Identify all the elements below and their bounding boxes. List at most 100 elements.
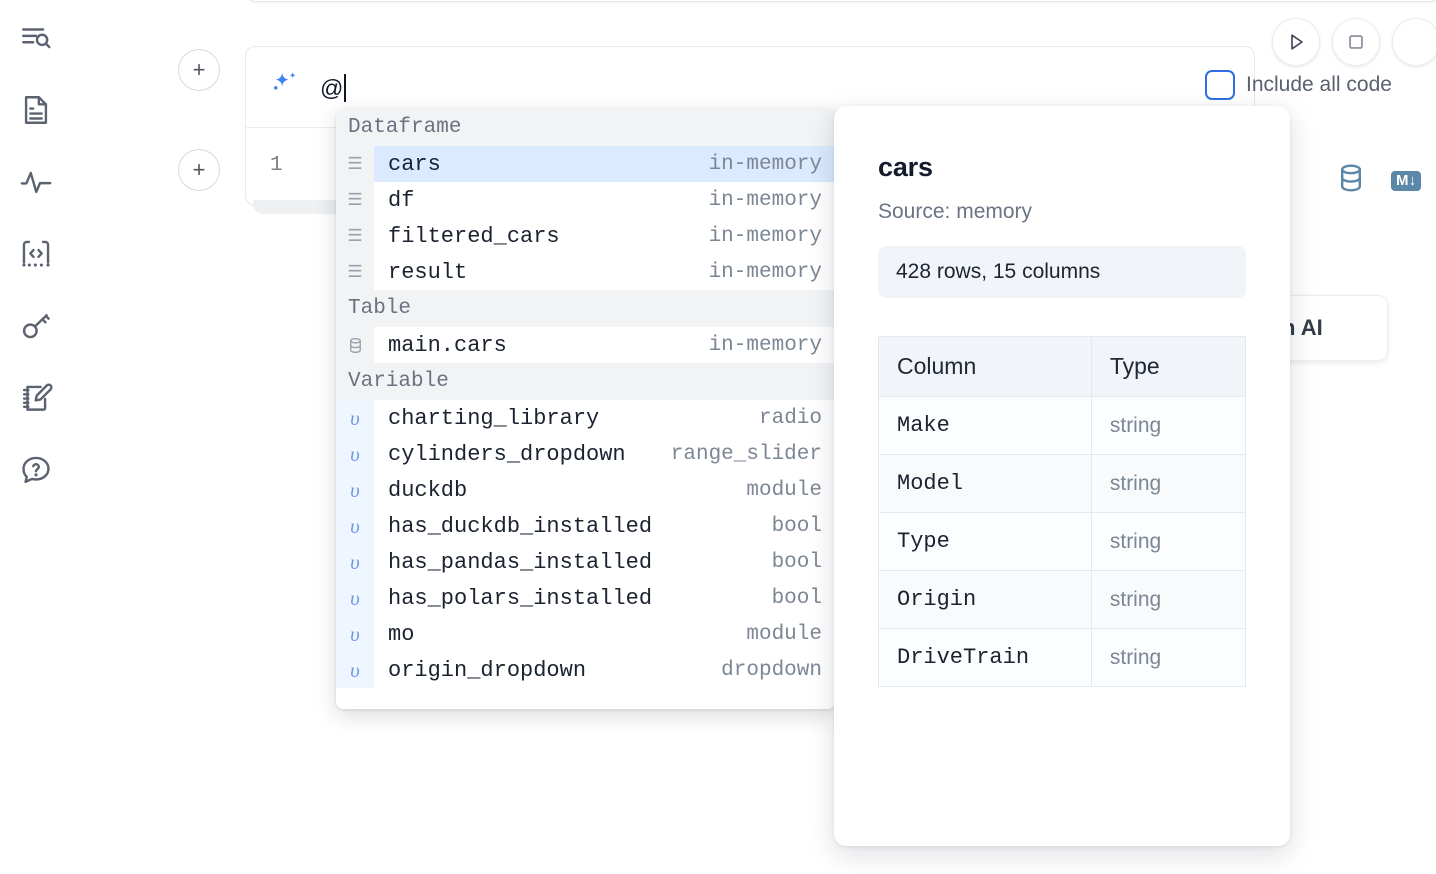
- schema-column-type: string: [1090, 512, 1247, 571]
- variable-icon: υ: [336, 508, 374, 544]
- autocomplete-item-name: has_pandas_installed: [388, 549, 653, 575]
- autocomplete-item[interactable]: ☰ cars in-memory: [336, 146, 836, 182]
- line-number: 1: [270, 154, 283, 177]
- autocomplete-item-name: filtered_cars: [388, 223, 560, 249]
- autocomplete-item-name: origin_dropdown: [388, 657, 587, 683]
- sparkles-icon: [268, 69, 302, 103]
- cell-run-controls: [1272, 18, 1436, 66]
- ai-prompt-input[interactable]: @: [320, 47, 1244, 129]
- autocomplete-item-name: has_duckdb_installed: [388, 513, 653, 539]
- cell-toolbar-icons: M↓: [1335, 162, 1422, 199]
- document-icon[interactable]: [12, 86, 60, 134]
- schema-table-header-row: Column Type: [878, 336, 1247, 397]
- schema-column-type: string: [1090, 396, 1247, 455]
- autocomplete-section-header: Dataframe: [336, 109, 836, 146]
- autocomplete-item-type: in-memory: [708, 224, 822, 248]
- autocomplete-item-type: in-memory: [708, 260, 822, 284]
- autocomplete-item-name: mo: [388, 621, 415, 647]
- autocomplete-item-type: dropdown: [721, 658, 822, 682]
- database-icon[interactable]: [1335, 162, 1367, 199]
- autocomplete-item[interactable]: υ has_pandas_installed bool: [336, 544, 836, 580]
- schema-column-name: DriveTrain: [878, 628, 1092, 687]
- dataframe-icon: ☰: [336, 182, 374, 218]
- autocomplete-item-name: has_polars_installed: [388, 585, 653, 611]
- dataframe-icon: ☰: [336, 218, 374, 254]
- autocomplete-item[interactable]: υ charting_library radio: [336, 400, 836, 436]
- autocomplete-item-type: module: [746, 478, 822, 502]
- stop-button[interactable]: [1332, 18, 1380, 66]
- generate-with-ai-button[interactable]: h AI: [1273, 295, 1388, 361]
- variable-icon: υ: [336, 400, 374, 436]
- column-header: Column: [878, 336, 1092, 397]
- autocomplete-section-header: Table: [336, 290, 836, 327]
- previous-cell-edge: [248, 0, 1436, 2]
- include-all-code-checkbox[interactable]: [1205, 70, 1235, 100]
- autocomplete-item-name: duckdb: [388, 477, 468, 503]
- schema-column-name: Model: [878, 454, 1092, 513]
- autocomplete-item-type: bool: [771, 586, 822, 610]
- activity-icon[interactable]: [12, 158, 60, 206]
- markdown-icon[interactable]: M↓: [1391, 170, 1422, 191]
- preview-source: Source: memory: [878, 200, 1033, 223]
- schema-column-type: string: [1090, 570, 1247, 629]
- variable-icon: υ: [336, 652, 374, 688]
- help-icon[interactable]: [12, 446, 60, 494]
- dataframe-preview-panel: cars Source: memory 428 rows, 15 columns…: [834, 106, 1290, 846]
- autocomplete-item-type: in-memory: [708, 152, 822, 176]
- autocomplete-item-name: main.cars: [388, 332, 507, 358]
- text-cursor: [344, 74, 347, 102]
- autocomplete-item-name: result: [388, 259, 468, 285]
- run-button[interactable]: [1272, 18, 1320, 66]
- autocomplete-item-type: module: [746, 622, 822, 646]
- add-cell-above-button[interactable]: +: [178, 49, 220, 91]
- key-icon[interactable]: [12, 302, 60, 350]
- variable-icon: υ: [336, 544, 374, 580]
- preview-dimensions: 428 rows, 15 columns: [878, 246, 1246, 298]
- scratchpad-icon[interactable]: [12, 374, 60, 422]
- include-all-code-label: Include all code: [1246, 73, 1392, 96]
- autocomplete-item-name: df: [388, 187, 415, 213]
- autocomplete-item-type: range_slider: [670, 442, 822, 466]
- schema-column-name: Origin: [878, 570, 1092, 629]
- ai-prompt-value: @: [320, 74, 344, 101]
- left-icon-rail: [0, 0, 72, 874]
- variable-icon: υ: [336, 472, 374, 508]
- code-snippet-icon[interactable]: [12, 230, 60, 278]
- autocomplete-item-type: bool: [771, 550, 822, 574]
- autocomplete-item-type: radio: [758, 406, 822, 430]
- autocomplete-item-type: in-memory: [708, 333, 822, 357]
- autocomplete-item[interactable]: ☰ df in-memory: [336, 182, 836, 218]
- autocomplete-item-type: in-memory: [708, 188, 822, 212]
- preview-title: cars: [878, 152, 933, 182]
- include-all-code-row[interactable]: Include all code: [1205, 70, 1392, 100]
- type-header: Type: [1090, 336, 1247, 397]
- autocomplete-item-name: cars: [388, 151, 441, 177]
- more-actions-button[interactable]: [1392, 18, 1436, 66]
- autocomplete-item[interactable]: main.cars in-memory: [336, 327, 836, 363]
- autocomplete-section-header: Variable: [336, 363, 836, 400]
- explore-icon[interactable]: [12, 14, 60, 62]
- dataframe-icon: ☰: [336, 146, 374, 182]
- variable-icon: υ: [336, 436, 374, 472]
- autocomplete-item[interactable]: υ origin_dropdown dropdown: [336, 652, 836, 688]
- schema-column-type: string: [1090, 628, 1247, 687]
- variable-icon: υ: [336, 616, 374, 652]
- autocomplete-item[interactable]: ☰ filtered_cars in-memory: [336, 218, 836, 254]
- add-cell-below-button[interactable]: +: [178, 149, 220, 191]
- schema-column-name: Type: [878, 512, 1092, 571]
- autocomplete-item-name: charting_library: [388, 405, 600, 431]
